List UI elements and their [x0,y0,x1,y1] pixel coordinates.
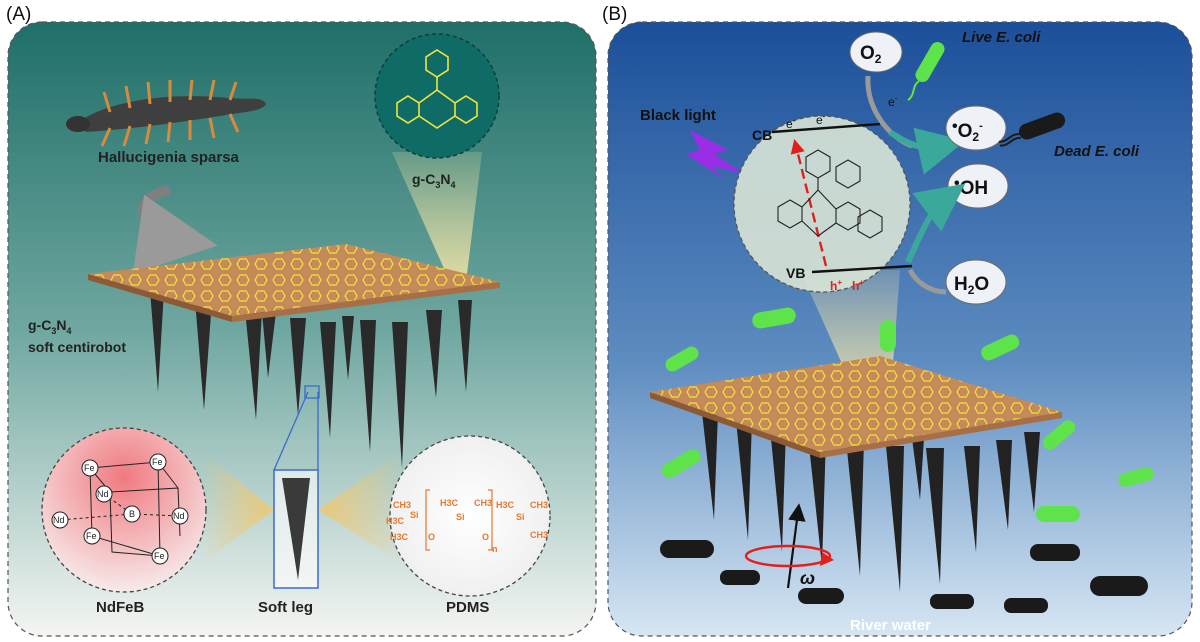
rotation-arrowhead [820,552,834,566]
svg-text:CH3: CH3 [393,500,411,510]
live-ecoli-label: Live E. coli [962,29,1041,46]
soft-leg-label: Soft leg [258,599,313,616]
vb-label: VB [786,265,805,281]
svg-text:H3C: H3C [386,516,405,526]
curved-arrow-a [132,185,218,274]
photocatalysis-circle [733,115,911,293]
dead-ecoli-top [998,112,1066,147]
triazine-structure-a [396,49,478,129]
robot-sheet-a [88,244,500,468]
superoxide-bubble [945,105,1007,151]
rotation-axis [786,503,806,589]
o2-bubble [849,31,903,73]
svg-text:CH3: CH3 [530,500,548,510]
pdms-brackets [425,489,493,551]
svg-text:H3C: H3C [390,532,409,542]
electron-label-1: e- [786,116,796,131]
pdms-structure: CH3 H3C Si H3C O H3C Si CH3 O n H3C Si C… [386,498,548,554]
soft-leg-shape [282,478,310,580]
hydroxyl-label: •OH [954,175,988,199]
svg-text:O: O [482,532,489,542]
angular-velocity-label: ω [800,568,815,588]
water-label: H2O [954,274,989,297]
svg-text:n: n [492,544,498,554]
pdms-circle [389,435,551,597]
river-water-label: River water [850,617,931,634]
svg-text:Nd: Nd [173,511,185,521]
g-c3n4-callout-circle [374,33,500,159]
robot-legs-b [702,412,1040,592]
panel-b-label: (B) [602,4,627,25]
organism-name: Hallucigenia sparsa [98,149,240,166]
electron-transfer-label: e- [888,94,898,109]
pdms-label: PDMS [446,599,489,616]
robot-label-a: g-C3N4 [28,317,71,336]
dead-ecoli-label: Dead E. coli [1054,143,1140,160]
vb-band [811,264,913,274]
lightning-bolt-icon [686,130,744,178]
live-ecoli-top [907,42,945,101]
svg-text:CH3: CH3 [530,530,548,540]
triazine-structure-b [777,149,883,239]
beam-left-a [206,455,274,560]
svg-text:O: O [428,532,435,542]
svg-text:Nd: Nd [97,489,109,499]
robot-label-a-line2: soft centirobot [28,339,126,355]
beam-right-a [318,455,398,560]
svg-text:Fe: Fe [154,551,165,561]
o2-label: O2 [860,43,882,66]
svg-text:Nd: Nd [53,515,65,525]
svg-text:Fe: Fe [152,457,163,467]
hallucigenia-illustration [66,79,266,147]
callout-beam-a [392,152,482,282]
robot-legs-a [150,290,472,468]
cb-to-radical-arrow [888,127,966,175]
panel-a: (A) Hallucigenia sparsa g-C3N4 [6,4,597,637]
cb-band [771,122,881,134]
panel-a-label: (A) [6,4,31,25]
svg-text:CH3: CH3 [474,498,492,508]
rotation-ring [744,544,832,568]
svg-text:H3C: H3C [496,500,515,510]
robot-sheet-b [650,356,1062,592]
water-to-vb-arrow [907,268,947,295]
svg-text:H3C: H3C [440,498,459,508]
ndfeb-atoms: Fe Fe Nd B Nd Nd Fe Fe [51,453,189,565]
svg-text:Si: Si [516,512,525,522]
svg-text:Si: Si [410,510,419,520]
excitation-arrow [790,139,828,267]
callout-label-a: g-C3N4 [412,171,455,190]
zoom-line-left [273,391,309,471]
dead-bacteria-group [660,540,1148,613]
cb-label: CB [752,127,772,143]
electron-label-2: e- [816,112,826,127]
hole-label-1: h+ [830,278,842,293]
black-light-label: Black light [640,107,716,124]
svg-text:Si: Si [456,512,465,522]
water-bubble [945,259,1007,305]
panel-b: (B) Black light CB VB e- e- h+ h+ O2 e- [602,4,1193,637]
svg-text:Fe: Fe [86,531,97,541]
vb-to-hydroxyl-arrow [905,183,966,264]
ndfeb-label: NdFeB [96,599,145,616]
svg-text:Fe: Fe [84,463,95,473]
hole-label-2: h+ [852,278,864,293]
svg-text:B: B [129,509,135,519]
superoxide-label: •O2- [952,118,983,144]
zoom-marker [304,385,320,399]
live-bacteria-group [661,307,1154,522]
